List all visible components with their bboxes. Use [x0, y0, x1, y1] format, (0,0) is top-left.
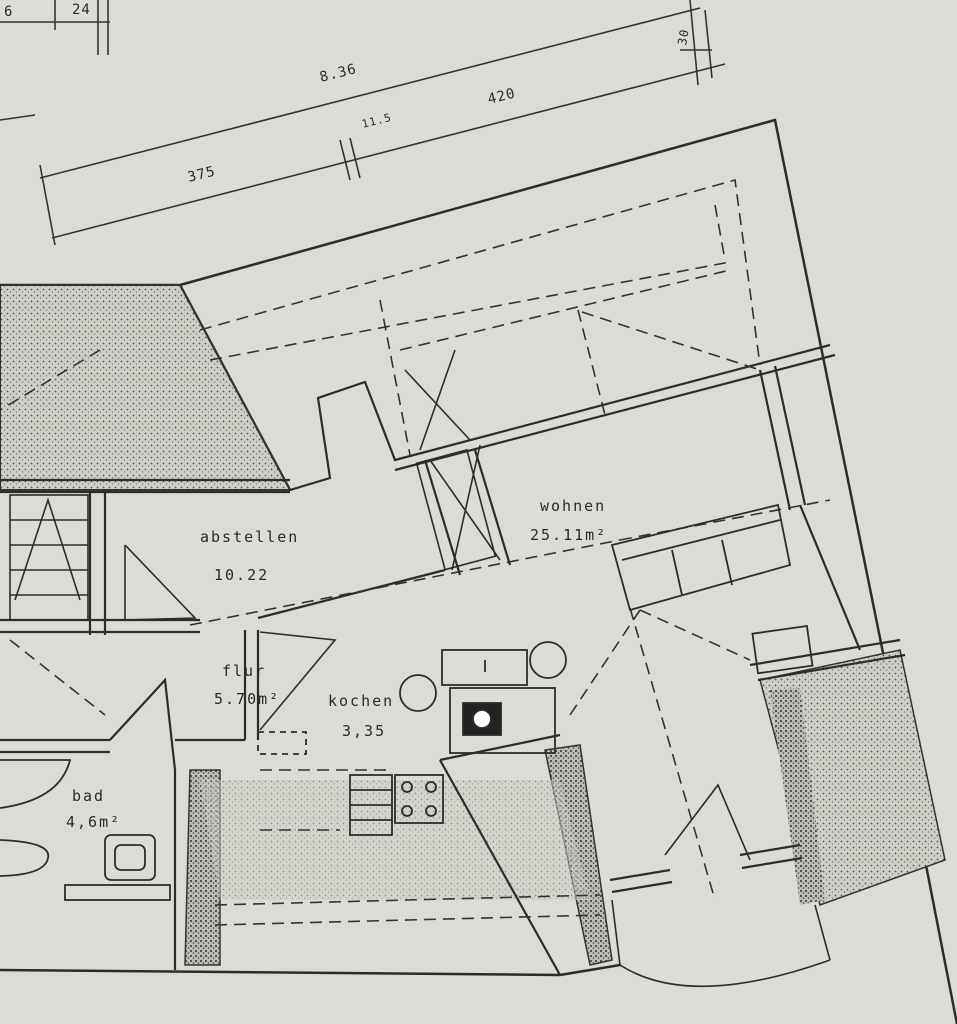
interior-walls — [0, 343, 906, 976]
room-flur-name: flur — [222, 662, 267, 680]
room-abstellen-name: abstellen — [200, 528, 300, 546]
room-kochen-name: kochen — [328, 692, 395, 710]
dashed-lines — [0, 178, 831, 926]
dimension-lines — [0, 0, 726, 246]
room-abstellen-area: 10.22 — [214, 566, 270, 584]
door-swings — [124, 349, 831, 988]
room-wohnen-area: 25.11m² — [530, 526, 608, 544]
room-kochen-area: 3,35 — [342, 722, 387, 740]
dim-right-small: 30 — [675, 27, 692, 47]
dim-top-left-a: 6 — [4, 4, 14, 20]
kitchen-appliances — [257, 641, 567, 836]
room-bad-area: 4,6m² — [66, 813, 122, 831]
sofa — [610, 503, 814, 675]
staircase — [9, 494, 89, 621]
bathroom-fixtures — [0, 759, 171, 901]
room-wohnen-name: wohnen — [540, 497, 607, 515]
room-flur-area: 5.70m² — [214, 690, 281, 708]
wall-hatching — [0, 284, 946, 966]
dim-top-left-b: 24 — [72, 2, 91, 18]
room-bad-name: bad — [72, 787, 106, 805]
